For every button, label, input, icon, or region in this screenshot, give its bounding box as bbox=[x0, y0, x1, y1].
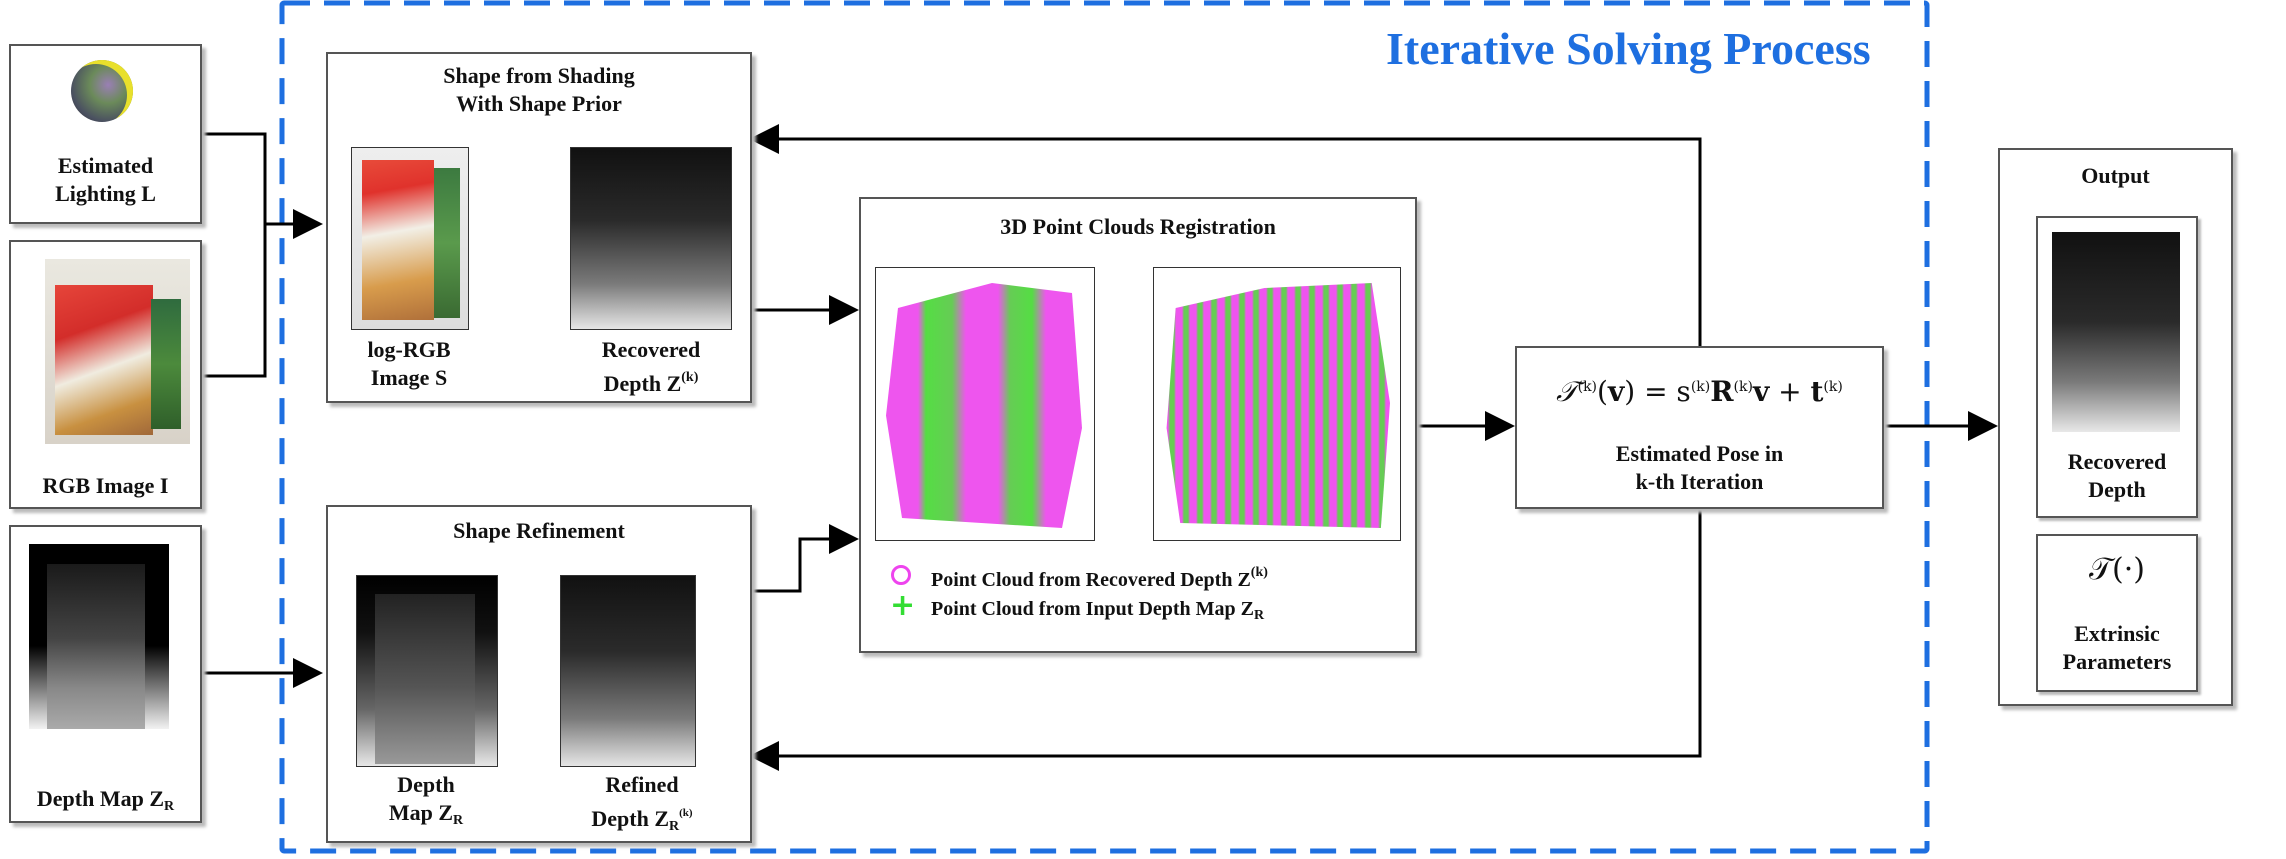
process-title: Iterative Solving Process bbox=[1386, 23, 1871, 74]
refined-depth-label-2: Depth ZR(k) bbox=[591, 806, 693, 834]
lighting-sphere bbox=[71, 60, 133, 122]
output-title: Output bbox=[2081, 163, 2150, 188]
legend-green-marker: + bbox=[890, 588, 916, 623]
lighting-label-2: Lighting L bbox=[55, 181, 156, 206]
output-ext-symbol: 𝒯(·) bbox=[2089, 552, 2145, 587]
refine-title: Shape Refinement bbox=[453, 518, 625, 543]
pose-label-2: k-th Iteration bbox=[1635, 469, 1764, 494]
sfs-title-2: With Shape Prior bbox=[456, 91, 622, 116]
refine-depth-label-2: Map ZR bbox=[388, 800, 464, 828]
rgb-label: RGB Image I bbox=[42, 473, 169, 498]
output-ext-label-1: Extrinsic bbox=[2074, 621, 2160, 646]
refined-depth-label-1: Refined bbox=[605, 772, 679, 797]
legend-input: Point Cloud from Input Depth Map ZR bbox=[931, 598, 1265, 623]
refine-box: Shape Refinement Depth Map ZR Refined De… bbox=[326, 505, 752, 843]
logrgb-label-1: log-RGB bbox=[367, 337, 451, 362]
arrow-refine-reg bbox=[749, 524, 859, 593]
refine-depth-label-1: Depth bbox=[397, 772, 455, 797]
pose-formula: 𝒯(k)(v) = s(k)R(k)v + t(k) bbox=[1556, 375, 1843, 408]
output-depth-label-1: Recovered bbox=[2067, 449, 2167, 474]
lighting-box: Estimated Lighting L bbox=[9, 44, 202, 224]
sfs-box: Shape from Shading With Shape Prior log-… bbox=[326, 52, 752, 403]
recovered-depth-label-1: Recovered bbox=[601, 337, 701, 362]
output-depth-card: Recovered Depth bbox=[2036, 216, 2198, 518]
output-depth-label-2: Depth bbox=[2088, 477, 2146, 502]
rgb-box: RGB Image I bbox=[9, 240, 202, 509]
logrgb-image bbox=[351, 147, 469, 330]
registration-box: 3D Point Clouds Registration Point Cloud… bbox=[859, 197, 1417, 653]
arrow-rgb bbox=[199, 224, 267, 378]
refined-depth-image bbox=[560, 575, 696, 767]
arrow-feedback-top bbox=[749, 124, 1702, 347]
depth-input-label: Depth Map ZR bbox=[36, 786, 175, 814]
output-box: Output Recovered Depth 𝒯(·) Extrinsic Pa… bbox=[1998, 148, 2233, 706]
rgb-image bbox=[45, 259, 190, 444]
pose-label-1: Estimated Pose in bbox=[1615, 441, 1784, 466]
depth-input-box: Depth Map ZR bbox=[9, 525, 202, 823]
depth-input-image bbox=[29, 544, 169, 729]
sfs-title-1: Shape from Shading bbox=[443, 63, 635, 88]
legend-recovered: Point Cloud from Recovered Depth Z(k) bbox=[931, 565, 1268, 591]
pointcloud-before bbox=[875, 267, 1095, 541]
output-depth-image bbox=[2052, 232, 2180, 432]
output-ext-label-2: Parameters bbox=[2062, 649, 2172, 674]
recovered-depth-image bbox=[570, 147, 732, 330]
logrgb-label-2: Image S bbox=[370, 365, 448, 390]
pointcloud-after bbox=[1153, 267, 1401, 541]
pose-box: 𝒯(k)(v) = s(k)R(k)v + t(k) Estimated Pos… bbox=[1515, 346, 1884, 509]
lighting-label-1: Estimated bbox=[57, 153, 154, 178]
legend-magenta-marker bbox=[891, 565, 911, 585]
refine-depth-image bbox=[356, 575, 498, 767]
arrow-lighting bbox=[199, 132, 323, 239]
recovered-depth-label-2: Depth Z(k) bbox=[603, 370, 699, 396]
arrow-feedback-bottom bbox=[749, 506, 1702, 771]
registration-title: 3D Point Clouds Registration bbox=[1000, 214, 1276, 239]
output-ext-card: 𝒯(·) Extrinsic Parameters bbox=[2036, 534, 2198, 692]
